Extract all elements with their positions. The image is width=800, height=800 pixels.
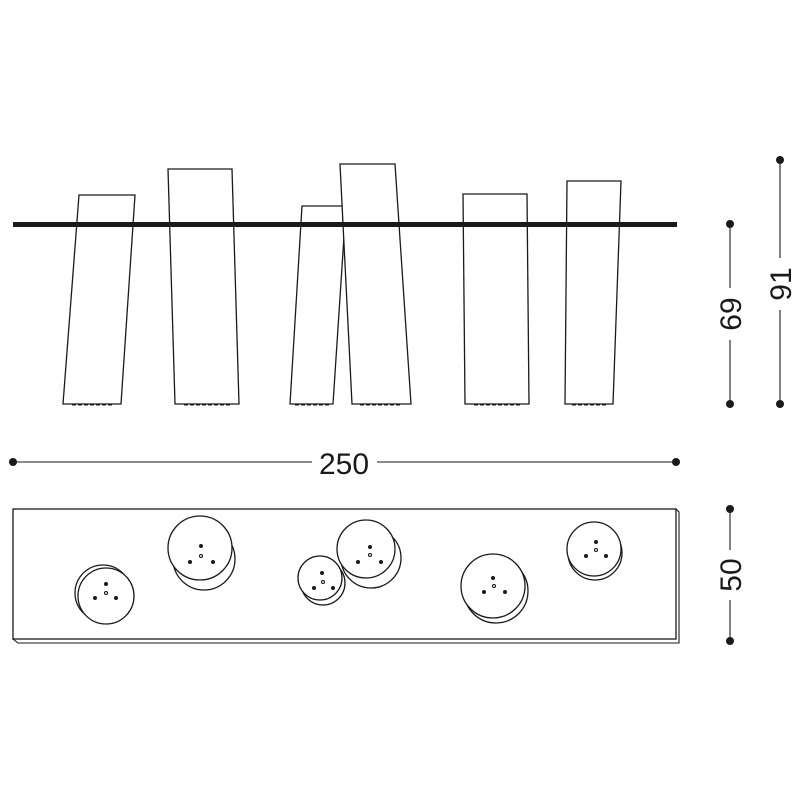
post-2-plan xyxy=(167,515,236,591)
depth-dimension-50: 50 xyxy=(715,505,748,645)
post-3-plan xyxy=(297,555,346,606)
post-3-front xyxy=(289,205,347,405)
horizontal-rail xyxy=(13,222,677,227)
post-6-front xyxy=(564,180,622,405)
base-plate-edge xyxy=(12,508,680,644)
post-1-front xyxy=(62,194,136,405)
width-dimension-250: 250 xyxy=(9,448,680,481)
height-dimension-69: 69 xyxy=(715,220,748,408)
post-1-plan xyxy=(74,564,135,625)
post-5-front xyxy=(462,193,530,405)
dimension-69-label: 69 xyxy=(715,297,748,330)
dimension-50-label: 50 xyxy=(715,558,748,591)
front-elevation xyxy=(13,163,677,406)
dimension-91-label: 91 xyxy=(765,267,798,300)
post-4-front xyxy=(339,163,412,405)
height-dimension-91: 91 xyxy=(765,156,798,408)
post-5-plan xyxy=(460,553,529,624)
dimension-250-label: 250 xyxy=(319,448,369,481)
post-4-plan xyxy=(336,519,402,589)
post-2-front xyxy=(167,168,240,405)
plan-view xyxy=(12,508,680,644)
post-6-plan xyxy=(566,521,623,581)
